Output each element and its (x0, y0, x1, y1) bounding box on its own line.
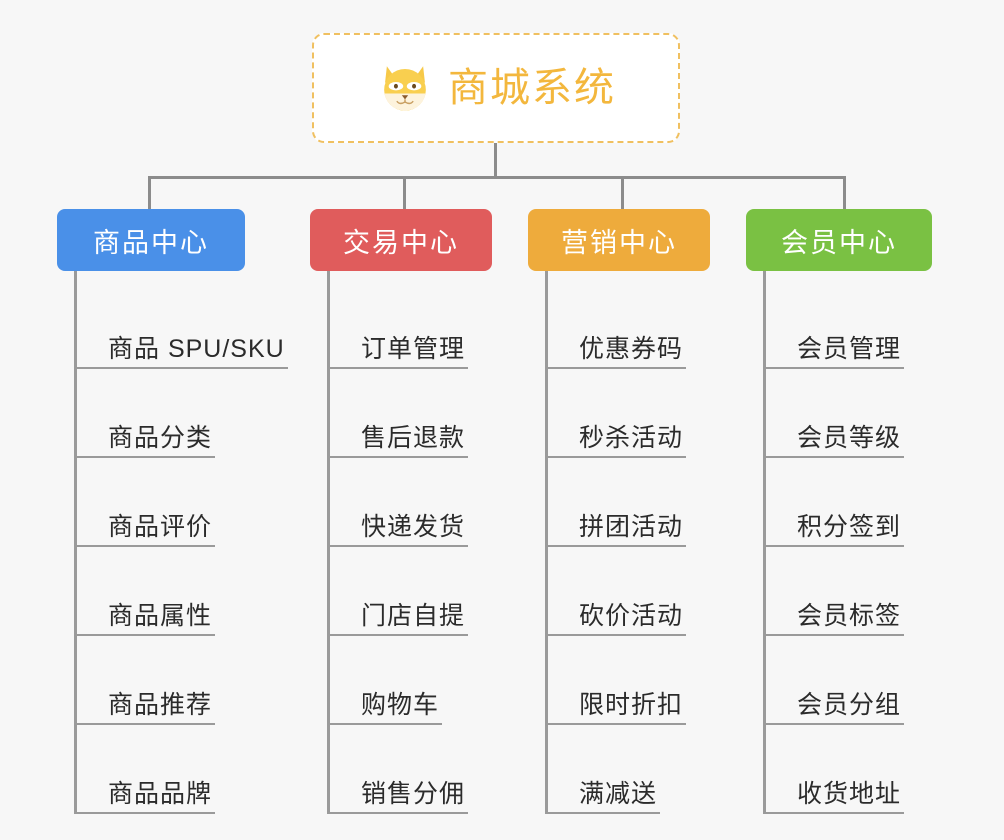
column-trade-center: 交易中心 订单管理 售后退款 快递发货 门店自提 购物车 销售分佣 (310, 209, 510, 814)
list-item[interactable]: 收货地址 (766, 725, 946, 814)
column-header-label: 交易中心 (343, 227, 459, 258)
list-item-label: 秒杀活动 (579, 423, 684, 452)
list-item-label: 售后退款 (361, 423, 466, 452)
list-item[interactable]: 优惠券码 (548, 280, 728, 369)
list-item[interactable]: 秒杀活动 (548, 369, 728, 458)
list-item-label: 商品分类 (108, 423, 213, 452)
list-item-label: 商品 SPU/SKU (108, 334, 285, 363)
column-header-label: 商品中心 (93, 227, 209, 258)
leaf-stack-trade-center: 订单管理 售后退款 快递发货 门店自提 购物车 销售分佣 (327, 271, 510, 814)
list-item-label: 销售分佣 (361, 779, 466, 808)
list-item-label: 商品属性 (108, 601, 213, 630)
list-item-label: 会员分组 (797, 690, 902, 719)
list-item-label: 收货地址 (797, 779, 902, 808)
list-item[interactable]: 订单管理 (330, 280, 510, 369)
list-item-label: 订单管理 (361, 334, 466, 363)
connector-root-stem (494, 143, 497, 178)
list-item-label: 限时折扣 (579, 690, 684, 719)
connector-horizontal-bus (148, 176, 846, 179)
dog-face-icon (384, 66, 426, 111)
column-header-label: 会员中心 (781, 227, 897, 258)
list-item-label: 优惠券码 (579, 334, 684, 363)
list-item[interactable]: 商品品牌 (77, 725, 287, 814)
column-header-product-center[interactable]: 商品中心 (57, 209, 245, 271)
list-item-label: 购物车 (361, 690, 440, 719)
root-node[interactable]: 商城系统 (312, 33, 680, 143)
list-item[interactable]: 商品 SPU/SKU (77, 280, 288, 369)
list-item-label: 商品推荐 (108, 690, 213, 719)
list-item-label: 会员标签 (797, 601, 902, 630)
connector-drop-1 (148, 176, 151, 209)
column-header-marketing-center[interactable]: 营销中心 (528, 209, 710, 271)
list-item[interactable]: 拼团活动 (548, 458, 728, 547)
list-item-label: 满减送 (579, 779, 658, 808)
list-item[interactable]: 门店自提 (330, 547, 510, 636)
column-header-member-center[interactable]: 会员中心 (746, 209, 932, 271)
list-item[interactable]: 积分签到 (766, 458, 946, 547)
list-item[interactable]: 会员管理 (766, 280, 946, 369)
column-header-label: 营销中心 (561, 227, 677, 258)
list-item[interactable]: 商品推荐 (77, 636, 287, 725)
list-item-label: 砍价活动 (579, 601, 684, 630)
list-item[interactable]: 满减送 (548, 725, 728, 814)
list-item[interactable]: 商品分类 (77, 369, 287, 458)
connector-drop-2 (403, 176, 406, 209)
list-item-label: 快递发货 (361, 512, 466, 541)
list-item[interactable]: 售后退款 (330, 369, 510, 458)
leaf-stack-product-center: 商品 SPU/SKU 商品分类 商品评价 商品属性 商品推荐 商品品牌 (74, 271, 288, 814)
list-item[interactable]: 会员分组 (766, 636, 946, 725)
list-item-label: 商品品牌 (108, 779, 213, 808)
column-marketing-center: 营销中心 优惠券码 秒杀活动 拼团活动 砍价活动 限时折扣 满减送 (528, 209, 728, 814)
leaf-stack-marketing-center: 优惠券码 秒杀活动 拼团活动 砍价活动 限时折扣 满减送 (545, 271, 728, 814)
connector-drop-4 (843, 176, 846, 209)
list-item-label: 门店自提 (361, 601, 466, 630)
column-product-center: 商品中心 商品 SPU/SKU 商品分类 商品评价 商品属性 商品推荐 商品品牌 (57, 209, 288, 814)
list-item[interactable]: 快递发货 (330, 458, 510, 547)
list-item[interactable]: 商品属性 (77, 547, 287, 636)
column-header-trade-center[interactable]: 交易中心 (310, 209, 492, 271)
leaf-stack-member-center: 会员管理 会员等级 积分签到 会员标签 会员分组 收货地址 (763, 271, 946, 814)
list-item-label: 积分签到 (797, 512, 902, 541)
list-item[interactable]: 购物车 (330, 636, 510, 725)
connector-drop-3 (621, 176, 624, 209)
list-item[interactable]: 商品评价 (77, 458, 287, 547)
list-item-label: 商品评价 (108, 512, 213, 541)
list-item[interactable]: 会员标签 (766, 547, 946, 636)
list-item[interactable]: 砍价活动 (548, 547, 728, 636)
list-item-label: 拼团活动 (579, 512, 684, 541)
list-item[interactable]: 会员等级 (766, 369, 946, 458)
list-item[interactable]: 销售分佣 (330, 725, 510, 814)
root-title: 商城系统 (448, 66, 616, 110)
list-item-label: 会员管理 (797, 334, 902, 363)
column-member-center: 会员中心 会员管理 会员等级 积分签到 会员标签 会员分组 收货地址 (746, 209, 946, 814)
list-item[interactable]: 限时折扣 (548, 636, 728, 725)
list-item-label: 会员等级 (797, 423, 902, 452)
